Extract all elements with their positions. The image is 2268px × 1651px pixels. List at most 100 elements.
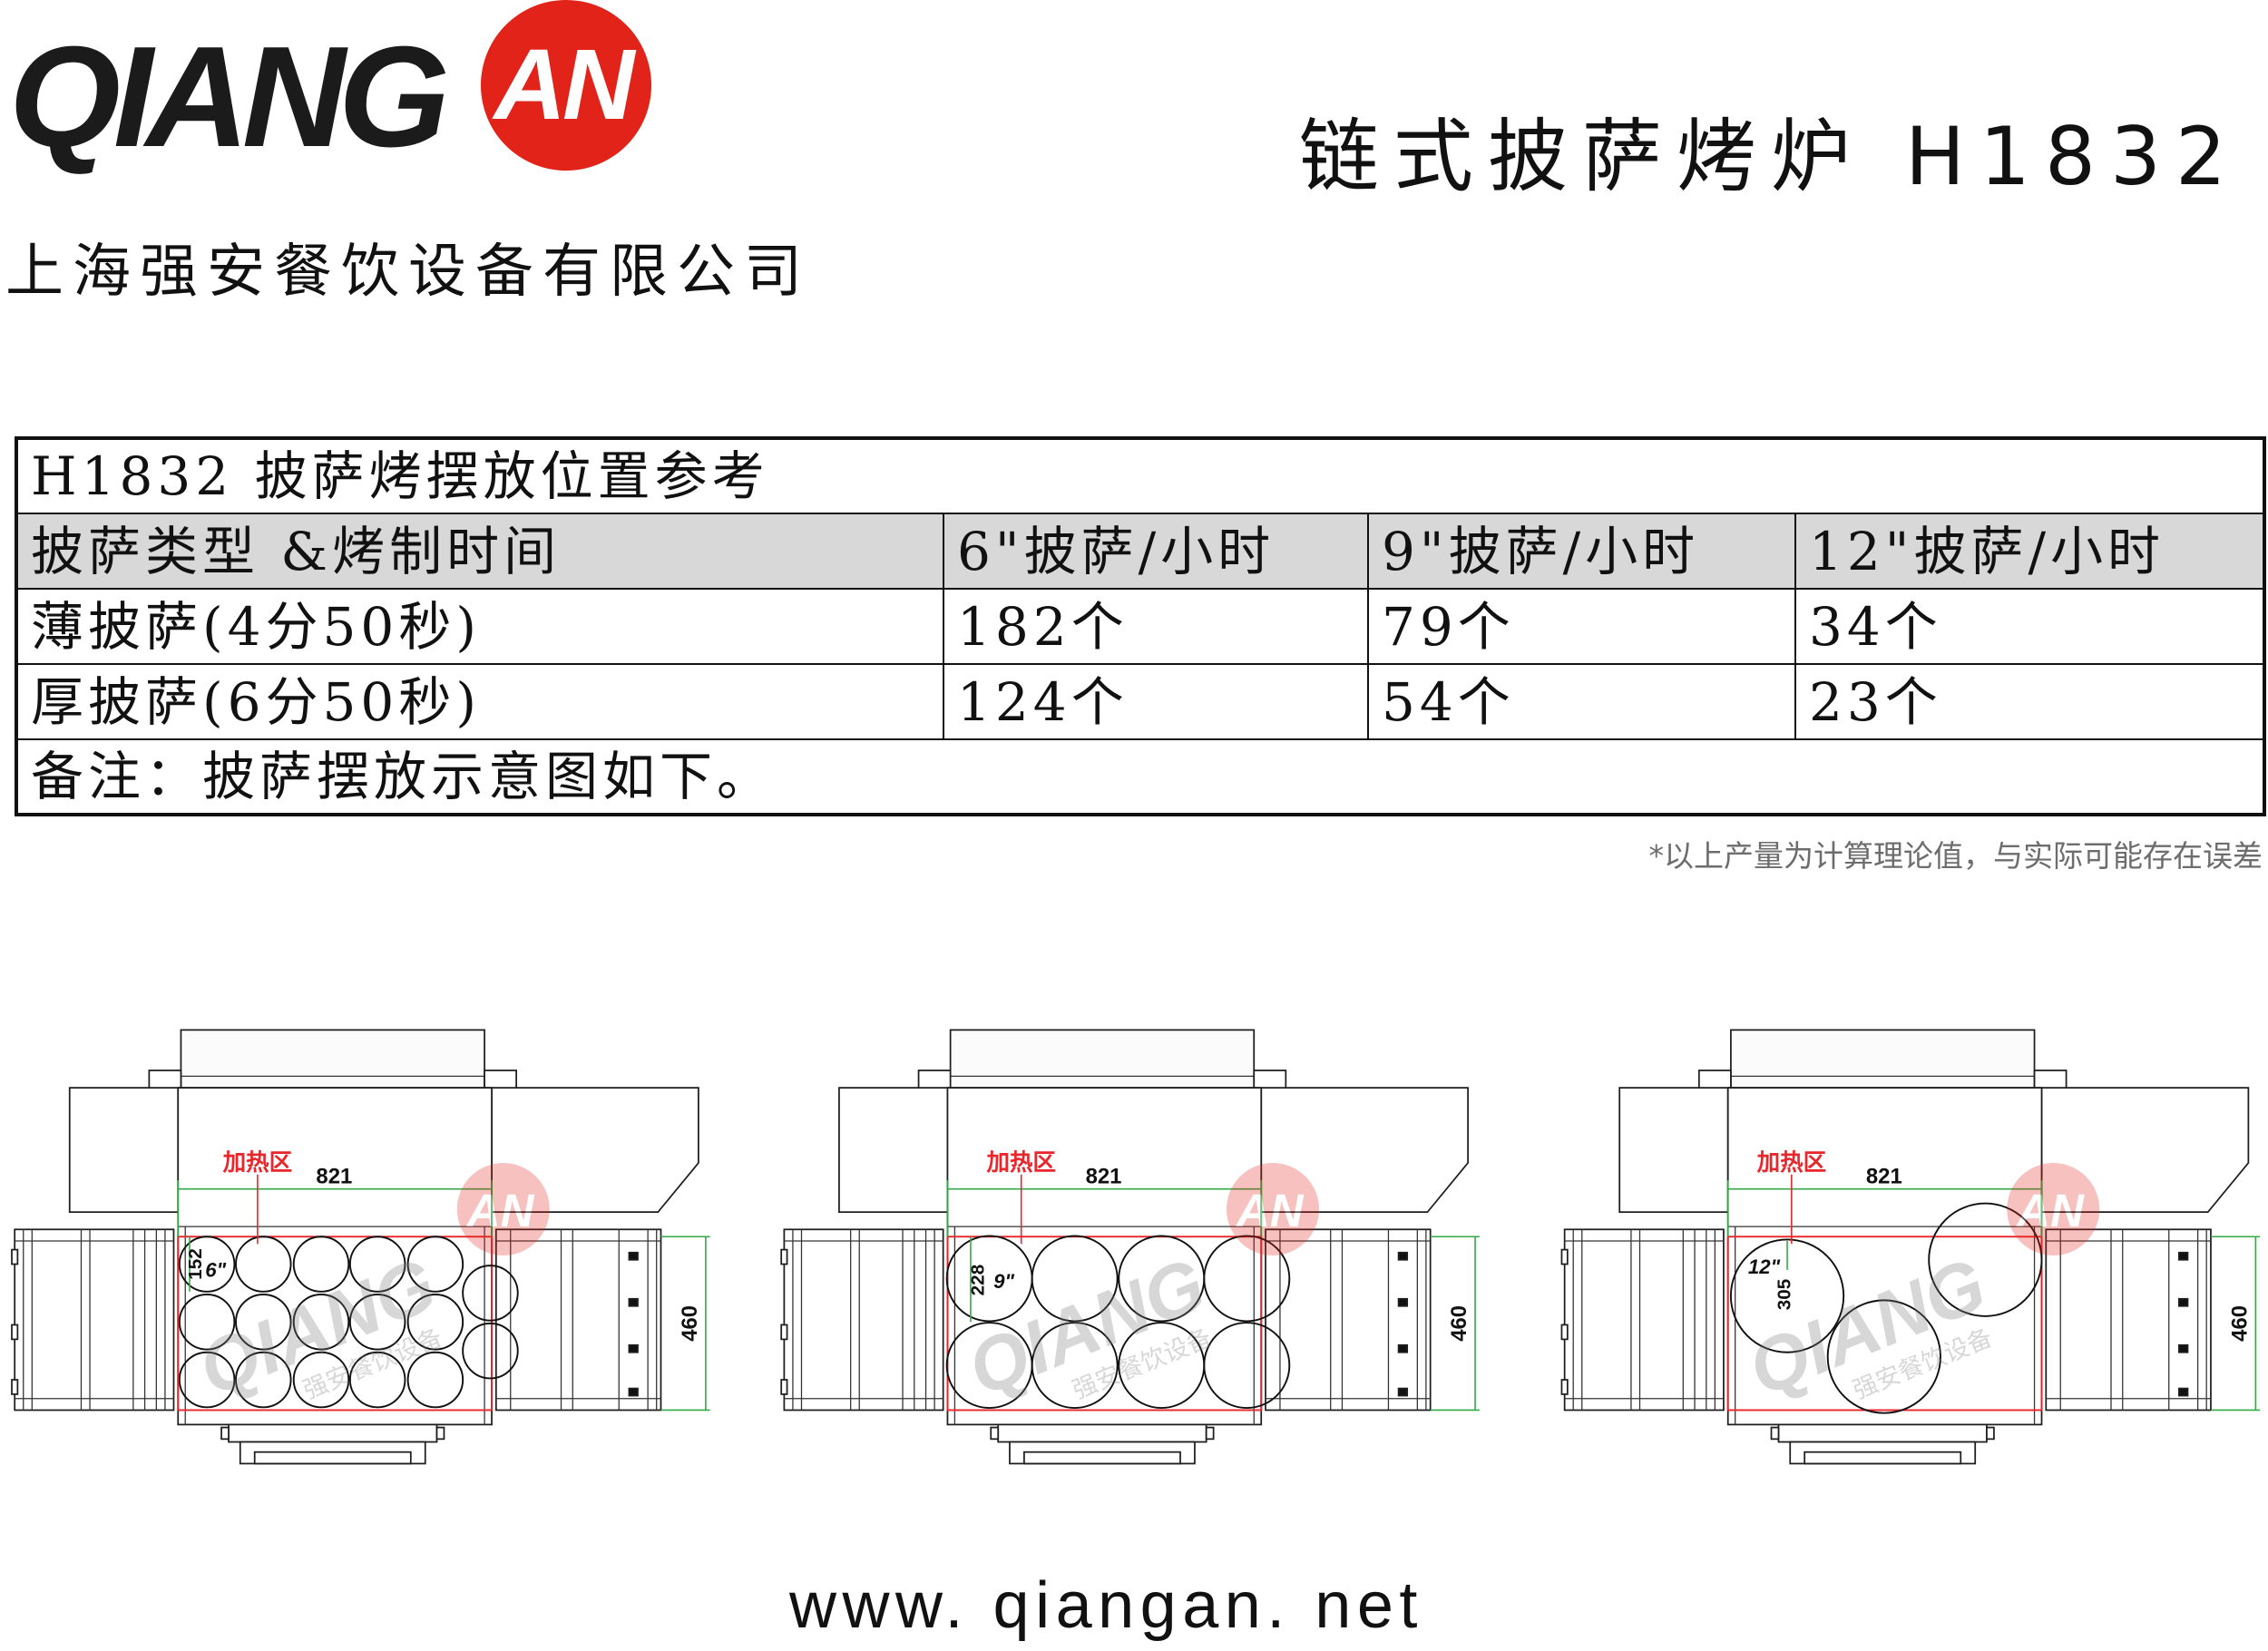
depth-dimension-label: 460	[2227, 1305, 2252, 1342]
conveyor-rivet	[2178, 1251, 2189, 1261]
oven-chassis	[11, 1029, 699, 1465]
top-hood	[1730, 1029, 2036, 1089]
capacity-disclaimer: *以上产量为计算理论值，与实际可能存在误差	[1648, 838, 2263, 874]
conveyor-tab	[1560, 1248, 1569, 1265]
table-row: 厚披萨(6分50秒) 124个 54个 23个	[15, 663, 2265, 740]
top-hood	[180, 1029, 485, 1089]
pizza-diameter-label: 305	[1774, 1279, 1794, 1311]
conveyor-right	[2045, 1228, 2212, 1412]
conveyor-rivet	[1397, 1297, 1409, 1307]
pizza-circle	[348, 1294, 406, 1351]
value-cell: 23个	[1794, 663, 2265, 740]
heating-zone-label: 加热区	[223, 1149, 292, 1177]
watermark-badge-text: AN	[1235, 1185, 1305, 1236]
pizza-circle	[348, 1236, 406, 1293]
pizza-circle	[1729, 1238, 1845, 1353]
pizza-circle	[1031, 1322, 1119, 1410]
heating-zone-label: 加热区	[1757, 1149, 1826, 1177]
conveyor-rivet	[2178, 1343, 2189, 1353]
watermark-badge-circle	[456, 1162, 550, 1255]
pizza-capacity-table: H1832 披萨烤摆放位置参考 披萨类型 &烤制时间 6"披萨/小时 9"披萨/…	[15, 436, 2266, 816]
row-label: 薄披萨(4分50秒)	[15, 588, 944, 665]
table-note: 备注：披萨摆放示意图如下。	[15, 738, 2265, 816]
pizza-circle	[1203, 1235, 1291, 1323]
logo-badge-text: AN	[494, 29, 635, 141]
table-header-row: 披萨类型 &烤制时间 6"披萨/小时 9"披萨/小时 12"披萨/小时	[15, 513, 2265, 590]
company-name: 上海强安餐饮设备有限公司	[5, 239, 811, 306]
pizza-circle	[292, 1294, 350, 1351]
conveyor-tab	[1560, 1324, 1569, 1341]
watermark-badge-circle	[2007, 1162, 2100, 1255]
pizza-circle	[406, 1236, 464, 1293]
pizza-circle	[1826, 1299, 1941, 1414]
conveyor-tab	[780, 1379, 788, 1395]
base-bolt	[435, 1426, 445, 1441]
watermark-badge-text: AN	[465, 1185, 535, 1236]
hood-flange-right	[2033, 1070, 2068, 1089]
website-url: www. qiangan. net	[789, 1569, 1423, 1642]
table-row: 薄披萨(4分50秒) 182个 79个 34个	[15, 588, 2265, 665]
pizza-circle	[348, 1351, 406, 1409]
depth-dimension-label: 460	[678, 1305, 702, 1342]
heating-zone-outline	[946, 1236, 1263, 1412]
header-cell-type: 披萨类型 &烤制时间	[15, 513, 944, 590]
conveyor-rivet	[628, 1343, 639, 1353]
pizza-size-label: 12"	[1748, 1255, 1781, 1278]
pizza-size-label: 9"	[993, 1270, 1014, 1293]
table-note-row: 备注：披萨摆放示意图如下。	[15, 738, 2265, 816]
header-cell-9-inch: 9"披萨/小时	[1367, 513, 1796, 590]
pizza-diameter-label: 152	[185, 1248, 206, 1280]
conveyor-rivet	[628, 1251, 639, 1261]
depth-dimension-label: 460	[1447, 1305, 1471, 1342]
conveyor-tab	[11, 1379, 19, 1395]
oven-base	[997, 1423, 1207, 1443]
pizza-circle	[462, 1322, 519, 1380]
value-cell: 54个	[1367, 663, 1796, 740]
conveyor-rivet	[2178, 1297, 2189, 1307]
conveyor-tab	[11, 1324, 19, 1341]
top-hood	[949, 1029, 1256, 1089]
conveyor-rivet	[2178, 1387, 2189, 1397]
conveyor-left	[14, 1228, 175, 1412]
pizza-circle	[406, 1351, 464, 1409]
base-bolt	[1770, 1426, 1780, 1441]
hood-flange-right	[484, 1070, 518, 1089]
pizza-circle	[178, 1351, 236, 1409]
conveyor-tab	[1560, 1379, 1569, 1395]
watermark-badge-text: AN	[2015, 1185, 2085, 1236]
logo-badge-circle: AN	[481, 0, 651, 171]
watermark-badge-circle	[1226, 1162, 1319, 1255]
heating-zone-label: 加热区	[986, 1149, 1055, 1177]
watermark-badge: AN	[1226, 1162, 1319, 1255]
watermark-badge: AN	[2007, 1162, 2100, 1255]
conveyor-rivet	[628, 1387, 639, 1397]
conveyor-left	[783, 1228, 944, 1412]
pizza-circle	[235, 1294, 292, 1351]
product-title: 链式披萨烤炉 H1832	[1298, 110, 2241, 203]
width-dimension-label: 821	[1086, 1164, 1122, 1188]
pizza-circle	[1203, 1322, 1291, 1410]
header-cell-12-inch: 12"披萨/小时	[1794, 513, 2265, 590]
base-foot	[1804, 1451, 1962, 1465]
pizza-circle	[462, 1265, 519, 1322]
heating-zone-outline	[1726, 1236, 2043, 1412]
pizza-circle	[292, 1236, 350, 1293]
width-dimension-label: 821	[1866, 1164, 1902, 1188]
oven-body	[946, 1087, 1263, 1426]
table-title: H1832 披萨烤摆放位置参考	[15, 437, 2265, 514]
pizza-circle	[1031, 1235, 1119, 1323]
pizza-circle	[292, 1351, 350, 1409]
hood-flange-left	[917, 1070, 952, 1089]
conveyor-rivet	[1397, 1251, 1409, 1261]
pizza-circle	[235, 1351, 292, 1409]
row-label: 厚披萨(6分50秒)	[15, 663, 944, 740]
conveyor-rivet	[628, 1297, 639, 1307]
hood-flange-left	[148, 1070, 182, 1089]
pizza-circle	[178, 1236, 236, 1293]
oven-chassis	[1560, 1029, 2250, 1465]
width-dimension-label: 821	[316, 1164, 352, 1188]
